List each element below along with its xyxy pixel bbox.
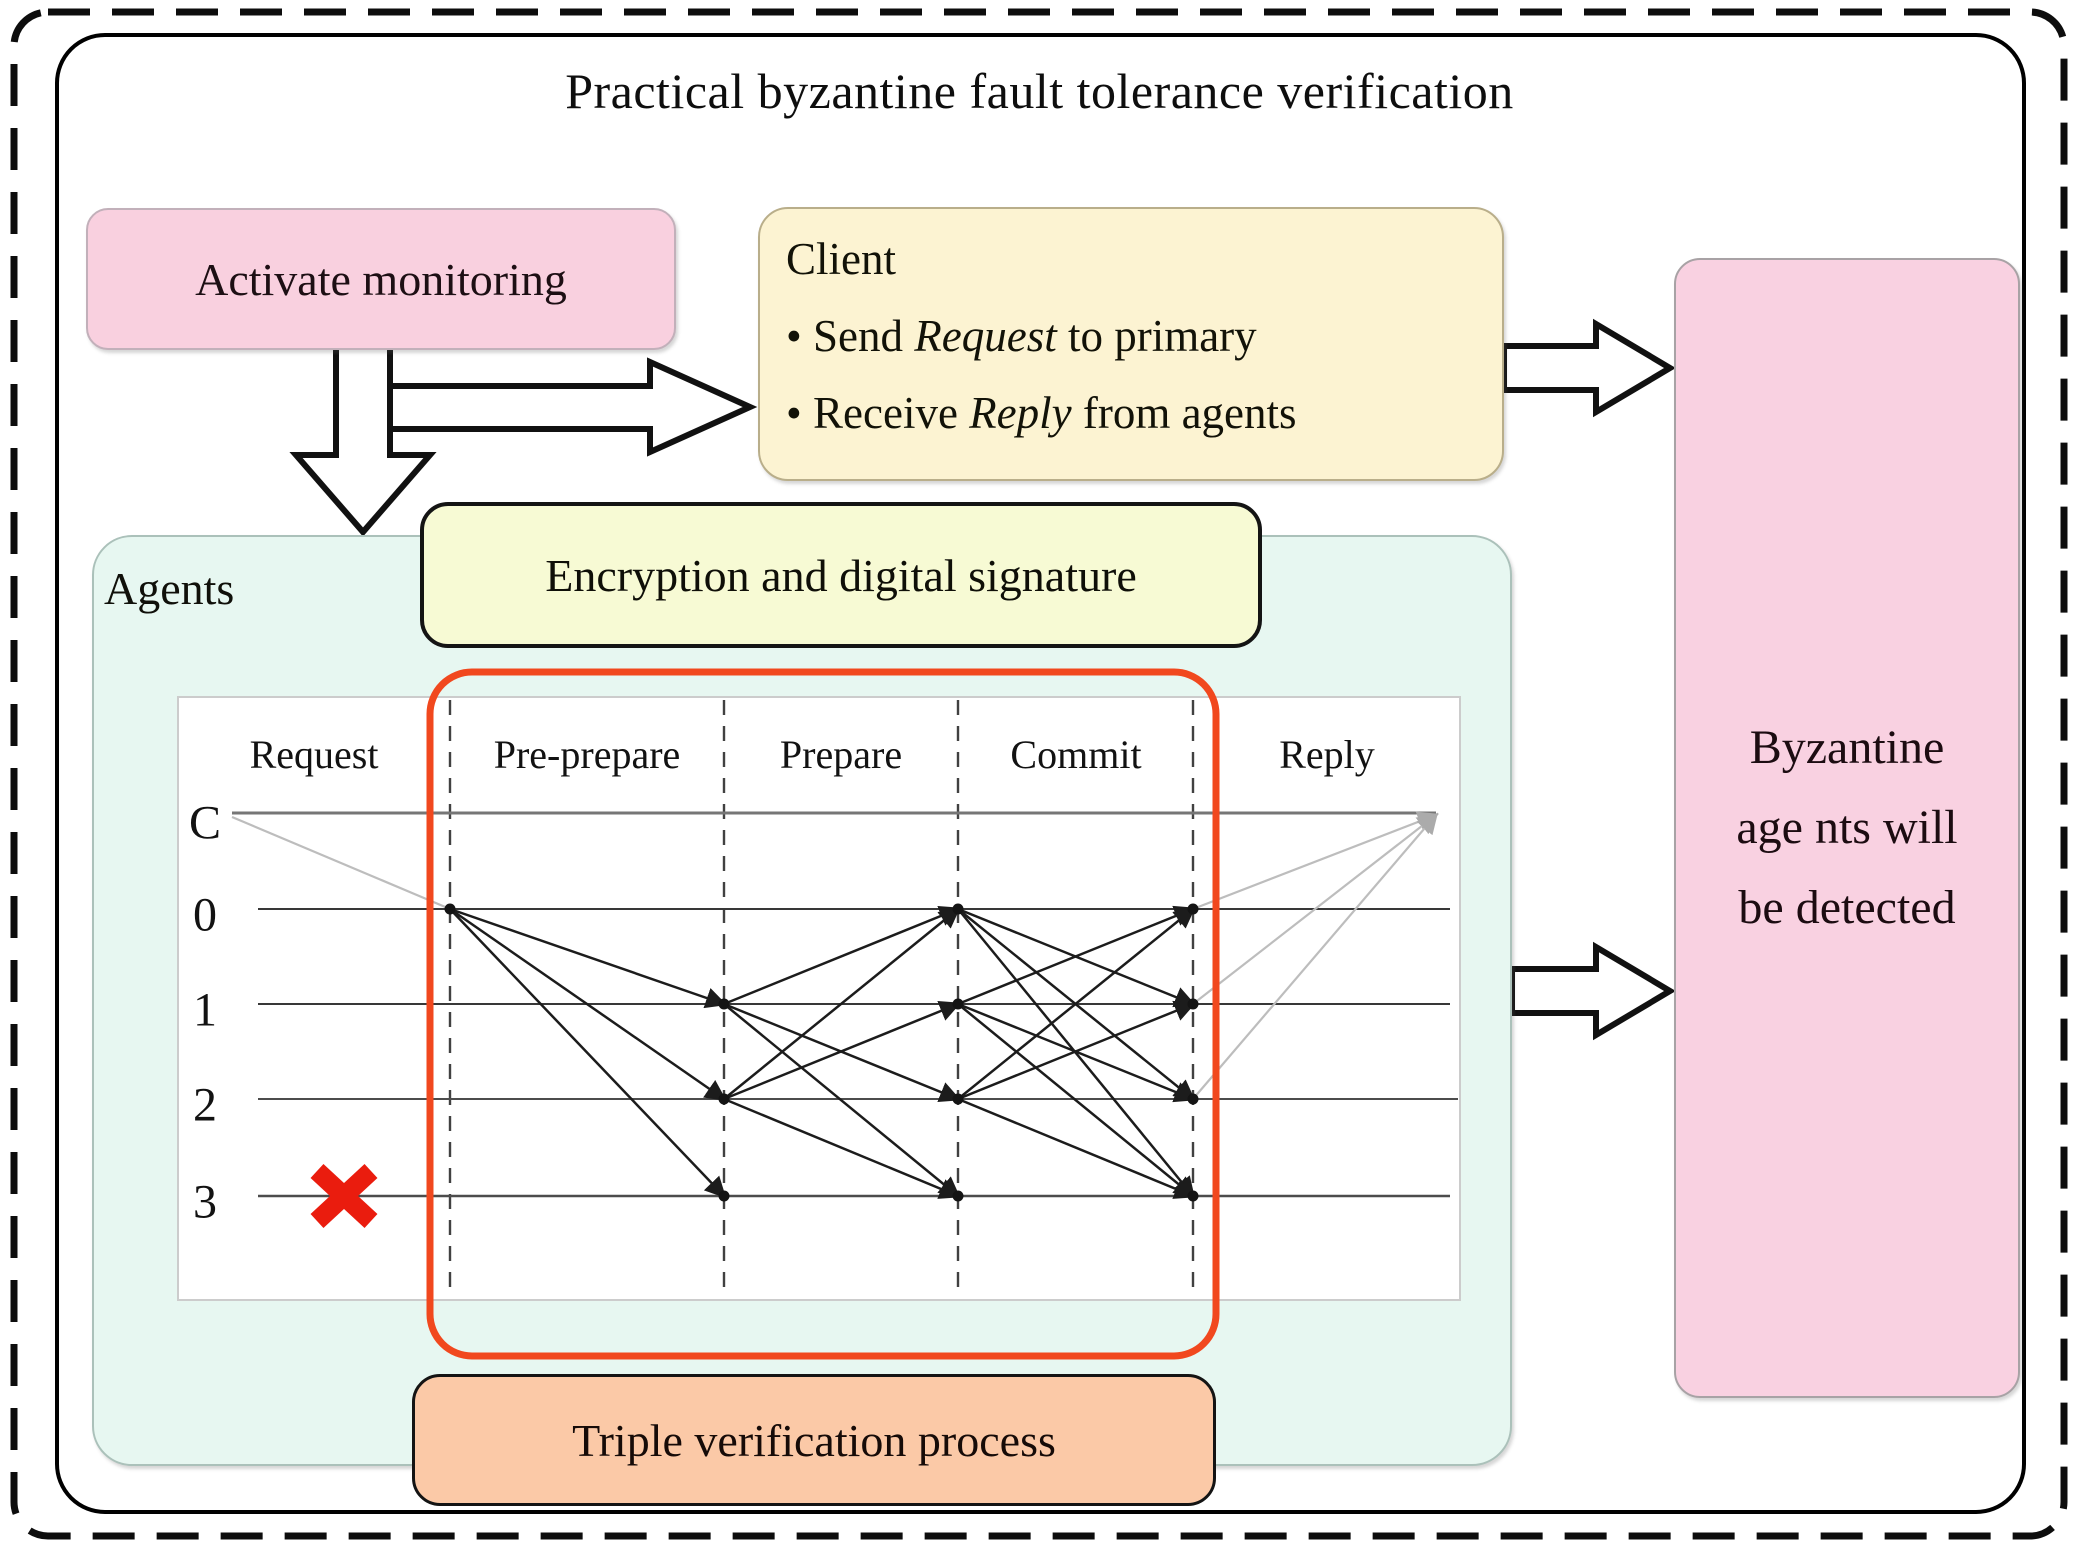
agent-row-label-3: 3 — [193, 1175, 217, 1229]
client-bullet-send: • Send Request to primary — [786, 311, 1257, 361]
encryption-box: Encryption and digital signature — [420, 502, 1262, 648]
message-pre-prepare — [449, 907, 727, 1101]
agent-row-label-C: C — [188, 796, 222, 850]
message-node-dot — [1187, 998, 1199, 1010]
arrow-to-agents — [289, 342, 437, 537]
message-prepare — [723, 905, 961, 1006]
message-node-dot — [952, 903, 964, 915]
agents-label: Agents — [104, 563, 235, 614]
agent-row-label-2: 2 — [193, 1078, 217, 1132]
byzantine-line-2: age nts will — [1736, 801, 1958, 854]
phase-header-reply: Reply — [1279, 732, 1375, 777]
client-box: Client • Send Request to primary • Recei… — [758, 207, 1504, 481]
message-commit — [957, 906, 1196, 1100]
arrow-to-client — [387, 357, 758, 457]
message-node-dot — [952, 1190, 964, 1202]
message-prepare — [723, 1097, 961, 1199]
page-title: Practical byzantine fault tolerance veri… — [565, 63, 1514, 119]
plot-panel — [177, 696, 1461, 1301]
byzantine-result-box: Byzantine age nts will be detected — [1674, 258, 2020, 1398]
phase-header-prepare: Prepare — [779, 732, 903, 777]
phase-header-commit: Commit — [1010, 732, 1142, 777]
agent-row-label-0: 0 — [193, 888, 217, 942]
message-commit — [957, 905, 1196, 1006]
message-node-dot — [952, 1093, 964, 1105]
byzantine-line-3: be detected — [1738, 881, 1956, 934]
message-reply — [1192, 812, 1439, 1100]
message-node-dot — [444, 903, 456, 915]
message-node-dot — [1187, 1190, 1199, 1202]
message-reply — [1192, 813, 1439, 1005]
message-prepare — [723, 1000, 961, 1101]
message-prepare — [723, 1003, 961, 1199]
message-node-dot — [718, 1190, 730, 1202]
client-bullet-receive: • Receive Reply from agents — [786, 388, 1297, 438]
message-node-dot — [718, 998, 730, 1010]
triple-verification-box: Triple verification process — [412, 1374, 1216, 1506]
message-node-dot — [1187, 903, 1199, 915]
message-pre-prepare — [449, 908, 727, 1199]
outer-dashed-border — [10, 8, 2068, 1540]
phase-header-preprepare: Pre-prepare — [493, 732, 681, 777]
agent-row-label-1: 1 — [193, 983, 217, 1037]
message-commit — [957, 1000, 1196, 1101]
message-reply — [1192, 811, 1439, 911]
reply-term: Reply — [969, 388, 1072, 438]
message-request — [231, 815, 451, 911]
triple-verification-label: Triple verification process — [572, 1414, 1056, 1466]
byzantine-line-1: Byzantine — [1749, 721, 1945, 774]
message-node-dot — [1187, 1093, 1199, 1105]
message-commit — [957, 1003, 1196, 1199]
phase-header-request: Request — [249, 732, 379, 777]
triple-phase-highlight-outline — [426, 668, 1220, 1360]
arrow-client-to-byzantine — [1501, 318, 1676, 418]
agent-lifelines — [232, 811, 1458, 1198]
fault-x-icon — [310, 1164, 378, 1228]
message-pre-prepare — [449, 907, 728, 1009]
activate-monitoring-box: Activate monitoring — [86, 208, 676, 350]
message-prepare — [723, 906, 961, 1100]
request-term: Request — [914, 311, 1057, 361]
activate-monitoring-label: Activate monitoring — [195, 253, 567, 305]
client-title: Client — [786, 234, 896, 284]
arrow-agents-to-byzantine — [1509, 941, 1676, 1041]
message-node-dot — [718, 1093, 730, 1105]
message-lines — [231, 811, 1439, 1202]
message-node-dot — [952, 998, 964, 1010]
encryption-label: Encryption and digital signature — [545, 549, 1137, 601]
message-commit — [957, 1097, 1196, 1199]
